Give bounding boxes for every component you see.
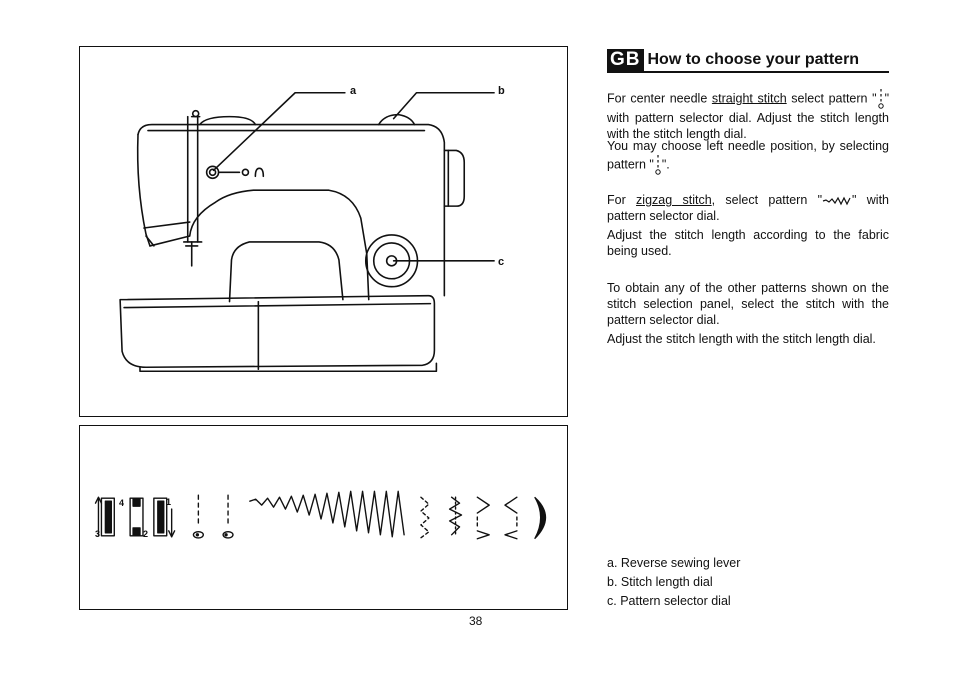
callout-label-a: a [350, 85, 357, 97]
language-badge: GB [607, 49, 644, 71]
sewing-machine-illustration [119, 91, 495, 373]
text-run: For [607, 193, 637, 207]
text-run: " with pattern selector dial. Adjust the… [607, 91, 889, 141]
text-run: select pattern " [786, 91, 877, 106]
straight-stitch-center-icon [877, 89, 884, 109]
straight-stitch-left-icon [655, 155, 661, 175]
legend-item-c: c. Pattern selector dial [607, 594, 731, 608]
stitch-selection-panel [79, 425, 568, 610]
paragraph-zigzag: For zigzag stitch, select pattern "" wit… [607, 192, 889, 224]
section-heading: GB How to choose your pattern [607, 48, 889, 72]
paragraph-left-needle: You may choose left needle position, by … [607, 138, 889, 176]
pattern-number-2: 2 [143, 529, 149, 539]
page-title: How to choose your pattern [647, 51, 860, 68]
paragraph-straight-stitch: For center needle straight stitch select… [607, 88, 889, 142]
underlined-term: straight stitch [711, 91, 787, 106]
text-run: , select pattern " [711, 193, 823, 207]
heading-underline [607, 71, 889, 73]
zigzag-stitch-icon [822, 196, 851, 206]
paragraph-stitch-length: Adjust the stitch length according to th… [607, 228, 889, 258]
text-run: You may choose left needle position, by … [607, 139, 889, 172]
page-number: 38 [469, 614, 483, 628]
text-run: For center needle [607, 91, 712, 106]
callout-label-b: b [498, 85, 505, 97]
legend-item-b: b. Stitch length dial [607, 575, 713, 589]
text-run: " with pattern selector dial. [607, 193, 889, 223]
legend-item-a: a. Reverse sewing lever [607, 556, 741, 570]
sewing-machine-figure [79, 46, 568, 417]
text-run: ". [661, 157, 670, 172]
pattern-number-1: 1 [166, 497, 172, 507]
stitch-patterns-illustration [94, 490, 547, 540]
pattern-number-3: 3 [95, 529, 101, 539]
underlined-term: zigzag stitch [636, 193, 712, 207]
paragraph-adjust-length: Adjust the stitch length with the stitch… [607, 332, 876, 346]
paragraph-other-patterns: To obtain any of the other patterns show… [607, 281, 889, 327]
pattern-number-4: 4 [119, 498, 125, 508]
callout-label-c: c [498, 256, 505, 268]
